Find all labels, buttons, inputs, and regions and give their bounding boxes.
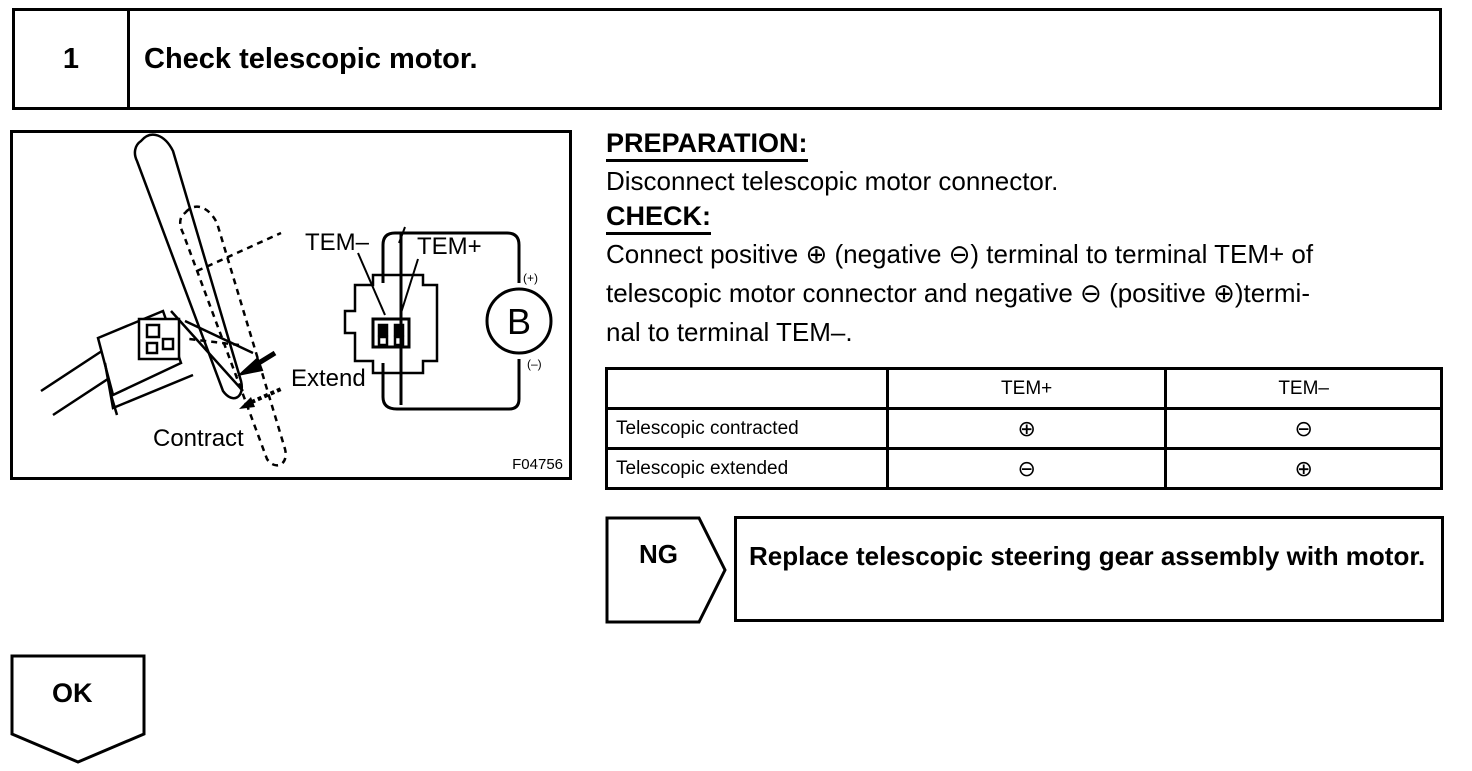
steering-connector-diagram	[40, 133, 553, 467]
battery-plus-label: (+)	[523, 271, 538, 285]
table-header-cell	[605, 367, 889, 410]
step-title: Check telescopic motor.	[144, 42, 478, 75]
table-cell: ⊕	[885, 407, 1168, 450]
ng-arrow: NG	[605, 515, 729, 630]
ok-arrow: OK	[10, 654, 150, 771]
label-tem-minus: TEM–	[305, 229, 370, 256]
preparation-heading: PREPARATION:	[606, 128, 808, 162]
step-number: 1	[15, 11, 130, 107]
terminal-table: TEM+ TEM– Telescopic contracted ⊕ ⊖ Tele…	[605, 367, 1443, 490]
battery-label: B	[507, 301, 532, 342]
table-cell: ⊕	[1164, 447, 1443, 490]
table-cell: ⊖	[885, 447, 1168, 490]
label-contract: Contract	[153, 425, 244, 452]
table-cell: Telescopic contracted	[605, 407, 889, 450]
table-cell: ⊖	[1164, 407, 1443, 450]
ok-arrow-shape	[10, 654, 146, 764]
ng-label: NG	[639, 539, 678, 569]
ng-arrow-shape	[605, 516, 727, 624]
preparation-text: Disconnect telescopic motor connector.	[606, 166, 1059, 196]
check-text-line-3: nal to terminal TEM–.	[606, 317, 853, 347]
check-heading: CHECK:	[606, 201, 711, 235]
table-header-row: TEM+ TEM–	[605, 367, 1443, 410]
step-header: 1 Check telescopic motor.	[12, 8, 1442, 110]
label-extend: Extend	[291, 365, 366, 392]
table-cell: Telescopic extended	[605, 447, 889, 490]
label-tem-plus: TEM+	[417, 233, 482, 260]
ng-action-box: Replace telescopic steering gear assembl…	[734, 516, 1444, 622]
table-row: Telescopic contracted ⊕ ⊖	[605, 407, 1443, 450]
wiring-illustration: TEM– TEM+ Extend Contract B (+) (–) F047…	[10, 130, 572, 480]
check-text-line-2: telescopic motor connector and negative …	[606, 278, 1310, 308]
table-header-cell: TEM–	[1164, 367, 1443, 410]
battery-minus-label: (–)	[527, 357, 542, 371]
instructions: PREPARATION: Disconnect telescopic motor…	[606, 128, 1446, 352]
table-row: Telescopic extended ⊖ ⊕	[605, 447, 1443, 490]
figure-code: F04756	[512, 456, 563, 473]
check-text-line-1: Connect positive ⊕ (negative ⊖) terminal…	[606, 239, 1314, 269]
table-header-cell: TEM+	[885, 367, 1168, 410]
ok-label: OK	[52, 678, 93, 708]
